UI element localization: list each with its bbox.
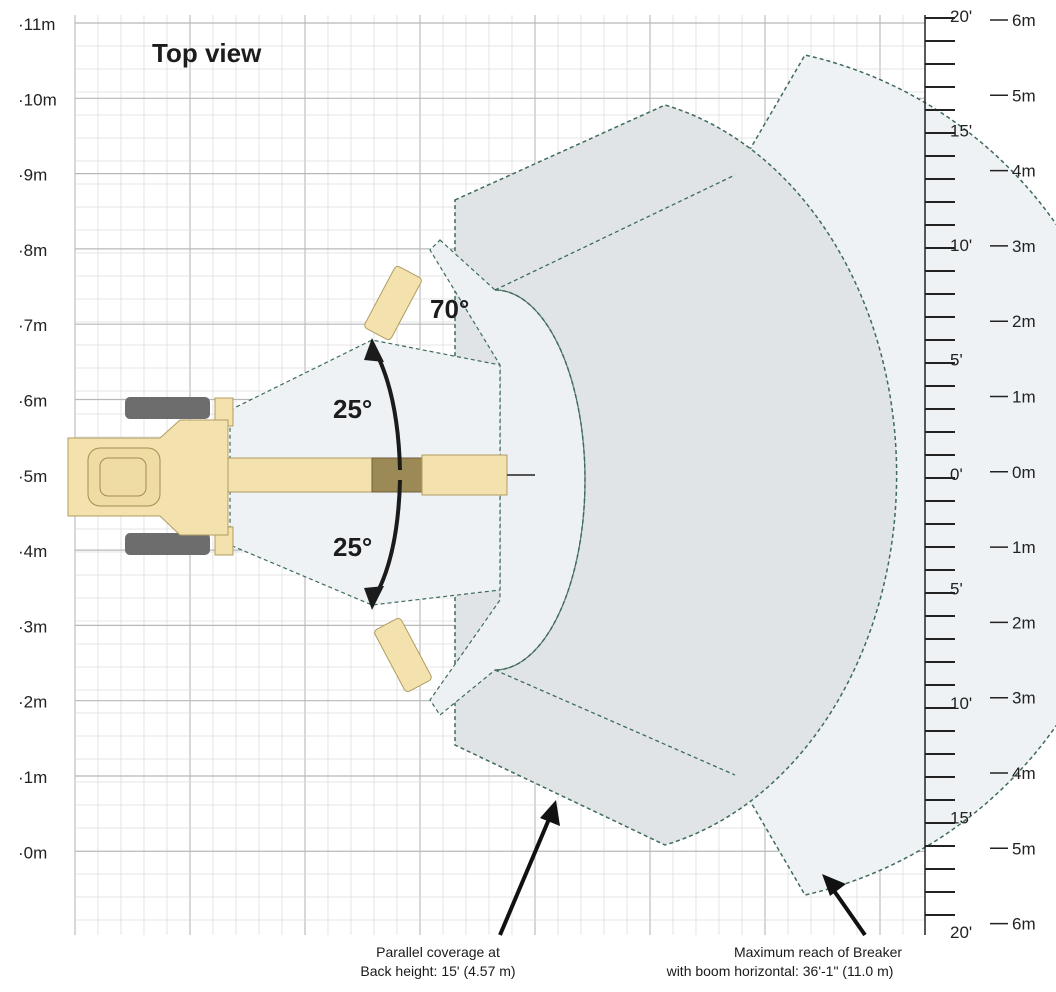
right-scale-ticks <box>924 15 955 935</box>
wheel-bottom <box>125 533 210 555</box>
right-meter-label: 3m <box>1012 689 1036 708</box>
right-meter-label: 2m <box>1012 312 1036 331</box>
right-meter-label: 3m <box>1012 237 1036 256</box>
right-meter-label: 0m <box>1012 463 1036 482</box>
right-meter-label: 2m <box>1012 613 1036 632</box>
page-title: Top view <box>152 38 262 68</box>
swing-arrowhead-upper <box>364 338 384 362</box>
right-feet-label: 15' <box>950 122 972 141</box>
left-axis-label: ·0m <box>18 843 47 862</box>
breaker-swung-bottom <box>374 617 432 693</box>
connector-top <box>494 174 736 291</box>
left-axis-label: ·3m <box>18 617 47 636</box>
boom <box>227 457 379 493</box>
left-axis-label: ·4m <box>18 542 47 561</box>
right-meter-label: 5m <box>1012 86 1036 105</box>
swing-arrows <box>364 338 402 610</box>
cab-inner <box>99 457 147 497</box>
right-feet-label: 20' <box>950 923 972 942</box>
caption-parallel-line2: Back height: 15' (4.57 m) <box>360 963 515 979</box>
caption-reach-line1: Maximum reach of Breaker <box>734 944 902 960</box>
caption-reach-line2: with boom horizontal: 36'-1" (11.0 m) <box>666 963 894 979</box>
right-meter-label: 4m <box>1012 764 1036 783</box>
right-meter-labels: 6m 5m 4m 3m 2m 1m 0m 1m 2m 3m 4m 5m 6m <box>990 11 1036 934</box>
right-feet-label: 10' <box>950 694 972 713</box>
angle-label-upper: 25° <box>333 394 372 424</box>
left-axis-label: ·10m <box>18 90 57 109</box>
caption-parallel-line1: Parallel coverage at <box>376 944 500 960</box>
caption-pointer-reach <box>828 883 867 937</box>
left-axis-label: ·5m <box>18 467 47 486</box>
breaker-head <box>421 454 508 496</box>
inner-arc <box>494 289 586 671</box>
left-axis-label: ·9m <box>18 166 47 185</box>
connector-bottom <box>494 669 736 776</box>
left-axis-labels: ·11m ·10m ·9m ·8m ·7m ·6m ·5m ·4m ·3m ·2m ·1m ·0m <box>18 15 57 862</box>
right-feet-label: 5' <box>950 580 963 599</box>
right-feet-label: 15' <box>950 809 972 828</box>
right-meter-label: 4m <box>1012 162 1036 181</box>
right-feet-label: 20' <box>950 7 972 26</box>
caption-pointer-parallel-head <box>540 800 560 826</box>
left-axis-label: ·1m <box>18 768 47 787</box>
swing-arrowhead-lower <box>364 586 384 610</box>
left-axis-label: ·8m <box>18 241 47 260</box>
angle-label-boom: 70° <box>430 294 469 324</box>
parallel-coverage-region <box>454 104 898 846</box>
right-feet-label: 0' <box>950 465 963 484</box>
left-axis-label: ·2m <box>18 693 47 712</box>
left-axis-label: ·11m <box>18 15 55 34</box>
right-meter-label: 6m <box>1012 11 1036 30</box>
wheel-top <box>125 397 210 419</box>
breaker-swung-top <box>364 265 422 341</box>
right-feet-label: 10' <box>950 236 972 255</box>
right-meter-label: 1m <box>1012 388 1036 407</box>
left-axis-label: ·6m <box>18 392 47 411</box>
caption-pointer-parallel <box>498 811 554 936</box>
cab <box>87 447 161 507</box>
right-meter-label: 1m <box>1012 538 1036 557</box>
right-meter-label: 6m <box>1012 915 1036 934</box>
left-axis-label: ·7m <box>18 316 47 335</box>
caption-pointer-reach-head <box>822 874 846 896</box>
angle-label-lower: 25° <box>333 532 372 562</box>
machine <box>67 265 535 693</box>
boom-joint <box>371 457 423 493</box>
right-feet-labels: 20' 15' 10' 5' 0' 5' 10' 15' 20' <box>950 7 972 942</box>
right-feet-label: 5' <box>950 351 963 370</box>
right-meter-label: 5m <box>1012 839 1036 858</box>
